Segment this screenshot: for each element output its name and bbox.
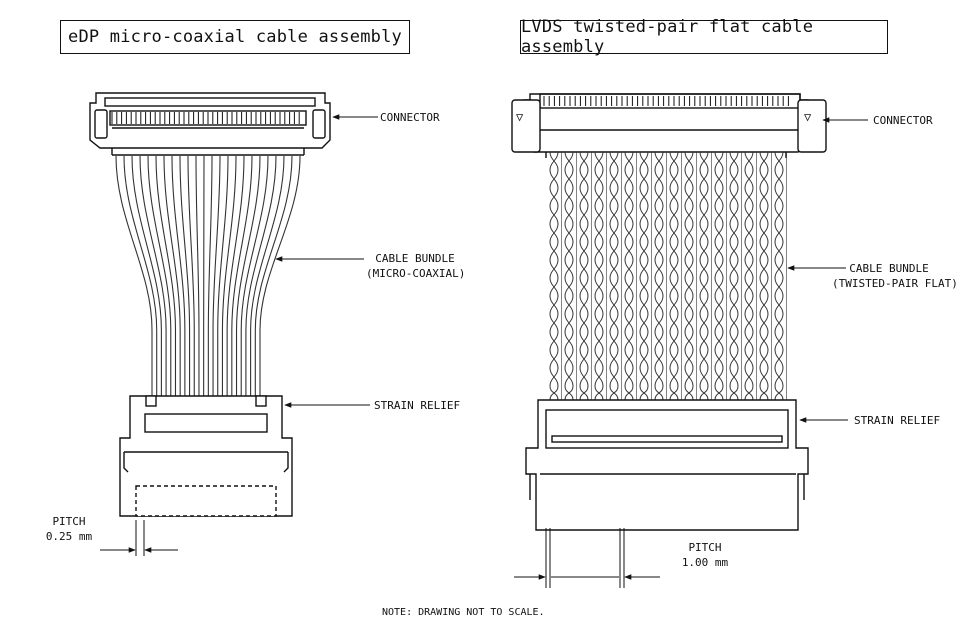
twisted-pair-wire-a (729, 151, 739, 401)
micro-coax-wire (235, 155, 261, 396)
twisted-pair-wire-b (549, 151, 559, 401)
lvds-strain-relief-label: STRAIN RELIEF (854, 414, 941, 427)
lvds-pitch-value: 1.00 mm (681, 556, 729, 569)
twisted-pair-wire-a (714, 151, 724, 401)
edp-pitch-value: 0.25 mm (45, 530, 93, 543)
lvds-cable-label-line2: (TWISTED-PAIR FLAT) (832, 277, 958, 290)
micro-coax-wire (245, 155, 277, 396)
twisted-pair-wire-a (624, 151, 634, 401)
twisted-pair-wire-a (774, 151, 784, 401)
twisted-pair-wire-a (759, 151, 769, 401)
lvds-pitch-title: PITCH (688, 541, 722, 554)
micro-coax-wire (207, 155, 213, 396)
lvds-cable-label: CABLE BUNDLE (TWISTED-PAIR FLAT) (832, 261, 958, 291)
twisted-pair-wire-b (714, 151, 724, 401)
twisted-pair-wire-b (594, 151, 604, 401)
edp-strain-relief (119, 395, 293, 517)
twisted-pair-wire-b (669, 151, 679, 401)
lvds-cable-label-line1: CABLE BUNDLE (849, 262, 929, 275)
drawing-note: NOTE: DRAWING NOT TO SCALE. (382, 607, 545, 618)
edp-title: eDP micro-coaxial cable assembly (60, 20, 410, 54)
edp-cable-label-line2: (MICRO-COAXIAL) (366, 267, 466, 280)
twisted-pair-wire-a (594, 151, 604, 401)
micro-coax-wire (254, 155, 293, 396)
twisted-pair-wire-a (579, 151, 589, 401)
micro-coax-wire (226, 155, 245, 396)
micro-coax-wire (240, 155, 269, 396)
edp-pitch-dimension (100, 520, 178, 556)
twisted-pair-wire-b (744, 151, 754, 401)
edp-micro-coax-wires (115, 155, 301, 396)
twisted-pair-wire-a (564, 151, 574, 401)
twisted-pair-wire-b (759, 151, 769, 401)
twisted-pair-wire-a (669, 151, 679, 401)
micro-coax-wire (139, 155, 167, 396)
lvds-connector (511, 93, 827, 158)
edp-connector-pins (111, 112, 300, 124)
micro-coax-wire (115, 155, 153, 396)
micro-coax-wire (163, 155, 181, 396)
lvds-connector-mark-right: ▽ (804, 110, 812, 124)
micro-coax-wire (259, 155, 301, 396)
edp-assembly (89, 92, 378, 556)
edp-connector (89, 92, 331, 156)
lvds-pitch-dimension (514, 528, 660, 588)
micro-coax-wire (221, 155, 237, 396)
twisted-pair-wire-b (654, 151, 664, 401)
twisted-pair-wire-a (639, 151, 649, 401)
edp-connector-label: CONNECTOR (380, 111, 440, 124)
lvds-pitch-label: PITCH 1.00 mm (676, 540, 734, 570)
micro-coax-wire (179, 155, 191, 396)
edp-cable-label: CABLE BUNDLE (MICRO-COAXIAL) (366, 251, 466, 281)
micro-coax-wire (187, 155, 195, 396)
twisted-pair-wire-b (699, 151, 709, 401)
twisted-pair-wire-a (684, 151, 694, 401)
lvds-twisted-pair-wires (549, 151, 787, 401)
micro-coax-wire (155, 155, 177, 396)
twisted-pair-wire-b (729, 151, 739, 401)
lvds-strain-relief (525, 399, 809, 531)
twisted-pair-wire-b (684, 151, 694, 401)
edp-pitch-label: PITCH 0.25 mm (42, 514, 96, 544)
twisted-pair-wire-a (744, 151, 754, 401)
twisted-pair-wire-b (564, 151, 574, 401)
twisted-pair-wire-a (699, 151, 709, 401)
edp-cable-label-line1: CABLE BUNDLE (375, 252, 455, 265)
lvds-connector-mark-left: ▽ (516, 110, 524, 124)
lvds-title: LVDS twisted-pair flat cable assembly (520, 17, 888, 57)
micro-coax-wire (195, 155, 200, 396)
micro-coax-wire (147, 155, 172, 396)
lvds-connector-pins (543, 96, 789, 106)
twisted-pair-wire-b (624, 151, 634, 401)
lvds-assembly (511, 93, 868, 588)
twisted-pair-wire-a (549, 151, 559, 401)
micro-coax-wire (212, 155, 221, 396)
twisted-pair-wire-a (609, 151, 619, 401)
lvds-connector-label: CONNECTOR (873, 114, 933, 127)
micro-coax-wire (131, 155, 162, 396)
edp-strain-relief-label: STRAIN RELIEF (374, 399, 461, 412)
micro-coax-wire (217, 155, 229, 396)
edp-pitch-title: PITCH (52, 515, 86, 528)
twisted-pair-wire-b (609, 151, 619, 401)
twisted-pair-wire-b (579, 151, 589, 401)
micro-coax-wire (123, 155, 158, 396)
micro-coax-wire (250, 155, 285, 396)
micro-coax-wire (231, 155, 253, 396)
twisted-pair-wire-a (654, 151, 664, 401)
twisted-pair-wire-b (774, 151, 784, 401)
twisted-pair-wire-b (639, 151, 649, 401)
micro-coax-wire (171, 155, 186, 396)
